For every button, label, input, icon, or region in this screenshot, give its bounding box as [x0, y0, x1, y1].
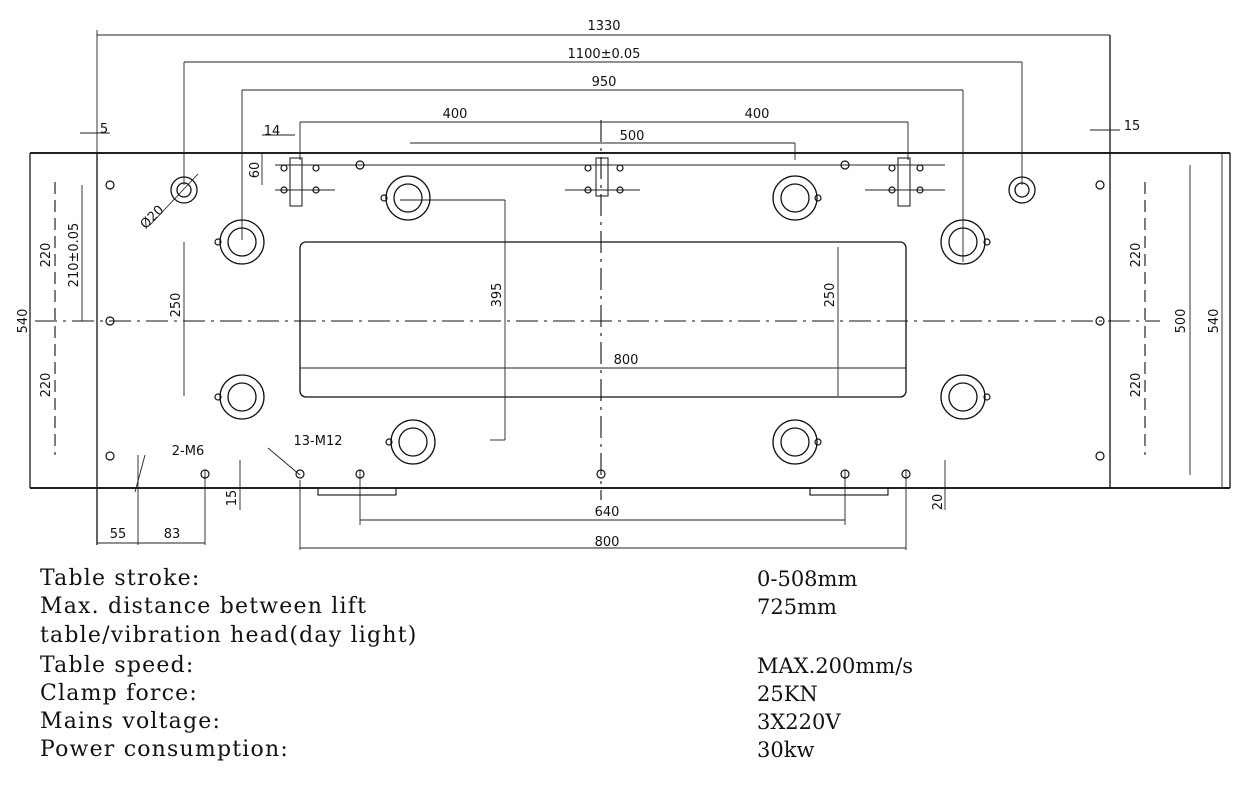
- dim-thread-b: 13-M12: [294, 434, 343, 449]
- center-lines: [35, 120, 1160, 500]
- bottom-notches: [317, 487, 889, 496]
- dim-hole-spacing: 1100±0.05: [568, 47, 641, 62]
- spec-value-clamp-force: 25KN: [757, 682, 818, 706]
- dim-55: 55: [110, 527, 127, 542]
- dim-right-upper: 220: [1129, 243, 1144, 268]
- spec-label-clamp-force: Clamp force:: [40, 681, 198, 706]
- dimension-labels: 1330 1100±0.05 950 400 400 500 14 15 5 6…: [16, 19, 1222, 550]
- dim-left-offset: 14: [264, 124, 281, 139]
- dim-left-span: 400: [443, 107, 468, 122]
- dim-left-step: 15: [225, 490, 240, 507]
- spec-label-max-distance-cont: table/vibration head(day light): [40, 623, 418, 648]
- dim-center-depth: 395: [490, 283, 505, 308]
- spec-label-max-distance: Max. distance between lift: [40, 594, 368, 619]
- dim-hole-tolerance: 210±0.05: [67, 223, 82, 288]
- spec-value-mains-voltage: 3X220V: [757, 710, 841, 734]
- dim-slot-height: 60: [248, 162, 263, 179]
- dim-thread-a: 2-M6: [172, 444, 204, 459]
- dim-left-edge: 5: [100, 122, 108, 137]
- spec-label-table-speed: Table speed:: [40, 653, 195, 678]
- dim-height-right: 540: [1207, 309, 1222, 334]
- side-dimensions: [29, 153, 1223, 550]
- spec-label-mains-voltage: Mains voltage:: [40, 709, 222, 734]
- large-holes: [170, 175, 1036, 465]
- top-dimensions: [80, 30, 1120, 262]
- spec-value-max-distance: 725mm: [757, 595, 837, 619]
- dim-right-inner: 500: [1174, 309, 1189, 334]
- center-window: [299, 241, 907, 398]
- dim-hole-dia: Ø20: [138, 203, 168, 233]
- dim-inner-height: 250: [169, 293, 184, 318]
- dim-center-span: 500: [620, 129, 645, 144]
- spec-value-table-speed: MAX.200mm/s: [757, 654, 914, 678]
- dim-overall-width: 1330: [587, 19, 620, 34]
- small-holes: [105, 160, 1105, 479]
- plate-drawing: 1330 1100±0.05 950 400 400 500 14 15 5 6…: [16, 19, 1231, 550]
- dim-mount-width: 950: [592, 75, 617, 90]
- dim-lower-half: 220: [39, 373, 54, 398]
- dim-window-width: 800: [614, 353, 639, 368]
- dim-right-offset: 15: [1124, 119, 1141, 134]
- dim-bottom-800: 800: [595, 535, 620, 550]
- dim-right-span: 400: [745, 107, 770, 122]
- dim-right-lower: 220: [1129, 373, 1144, 398]
- spec-value-table-stroke: 0-508mm: [757, 567, 858, 591]
- spec-label-power: Power consumption:: [40, 737, 289, 762]
- spec-value-power: 30kw: [757, 738, 815, 762]
- spec-label-table-stroke: Table stroke:: [40, 566, 201, 591]
- dim-bottom-640: 640: [595, 505, 620, 520]
- dim-bottom-step: 20: [931, 494, 946, 511]
- mounting-slots: [275, 157, 945, 207]
- dim-upper-half: 220: [39, 243, 54, 268]
- dim-83: 83: [164, 527, 181, 542]
- plate-outline: [29, 35, 1231, 545]
- dim-height-left: 540: [16, 309, 31, 334]
- dim-window-height: 250: [823, 283, 838, 308]
